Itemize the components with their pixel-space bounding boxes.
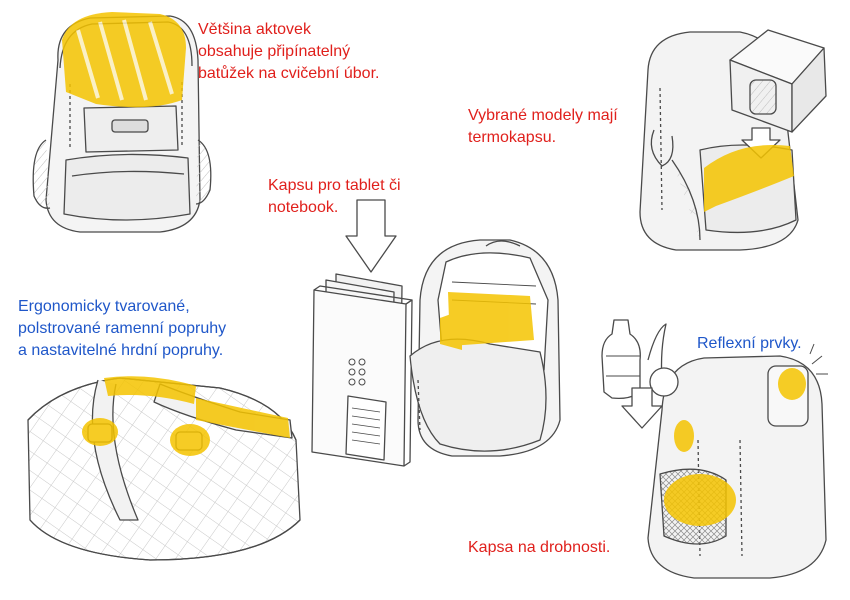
caption-straps-line-3: a nastavitelné hrdní popruhy. bbox=[18, 342, 224, 359]
caption-thermo-line-1: Vybrané modely mají bbox=[468, 107, 618, 124]
caption-gym-bag-line-2: obsahuje připínatelný bbox=[198, 43, 351, 60]
caption-reflective: Reflexní prvky. bbox=[697, 333, 802, 355]
caption-tablet-line-1: Kapsu pro tablet či bbox=[268, 177, 401, 194]
gym-bag-highlight bbox=[62, 12, 186, 108]
tablet-logo bbox=[348, 358, 366, 386]
backpack-with-thermo-pocket bbox=[639, 29, 827, 251]
caption-gym-bag-line-3: batůžek na cvičební úbor. bbox=[198, 65, 380, 82]
caption-straps: Ergonomicky tvarované, polstrované ramen… bbox=[18, 296, 226, 362]
shoulder-straps-view bbox=[27, 377, 301, 561]
caption-tablet-pocket: Kapsu pro tablet či notebook. bbox=[268, 175, 401, 219]
caption-gym-bag-line-1: Většina aktovek bbox=[198, 21, 311, 38]
thermo-pocket-highlight bbox=[704, 144, 794, 212]
caption-small-pocket-line-1: Kapsa na drobnosti. bbox=[468, 539, 611, 556]
side-pocket-highlight bbox=[664, 368, 806, 526]
caption-straps-line-2: polstrované ramenní popruhy bbox=[18, 320, 227, 337]
caption-small-pocket: Kapsa na drobnosti. bbox=[468, 537, 610, 559]
caption-straps-line-1: Ergonomicky tvarované, bbox=[18, 298, 190, 315]
caption-gym-bag: Většina aktovek obsahuje připínatelný ba… bbox=[198, 19, 379, 85]
straps-highlight bbox=[82, 376, 290, 456]
caption-tablet-line-2: notebook. bbox=[268, 199, 339, 216]
laptop-pocket-highlight bbox=[440, 292, 534, 350]
caption-reflective-line-1: Reflexní prvky. bbox=[697, 335, 802, 352]
caption-thermo-pocket: Vybrané modely mají termokapsu. bbox=[468, 105, 618, 149]
backpack-with-side-pocket bbox=[601, 319, 828, 579]
caption-thermo-line-2: termokapsu. bbox=[468, 129, 557, 146]
